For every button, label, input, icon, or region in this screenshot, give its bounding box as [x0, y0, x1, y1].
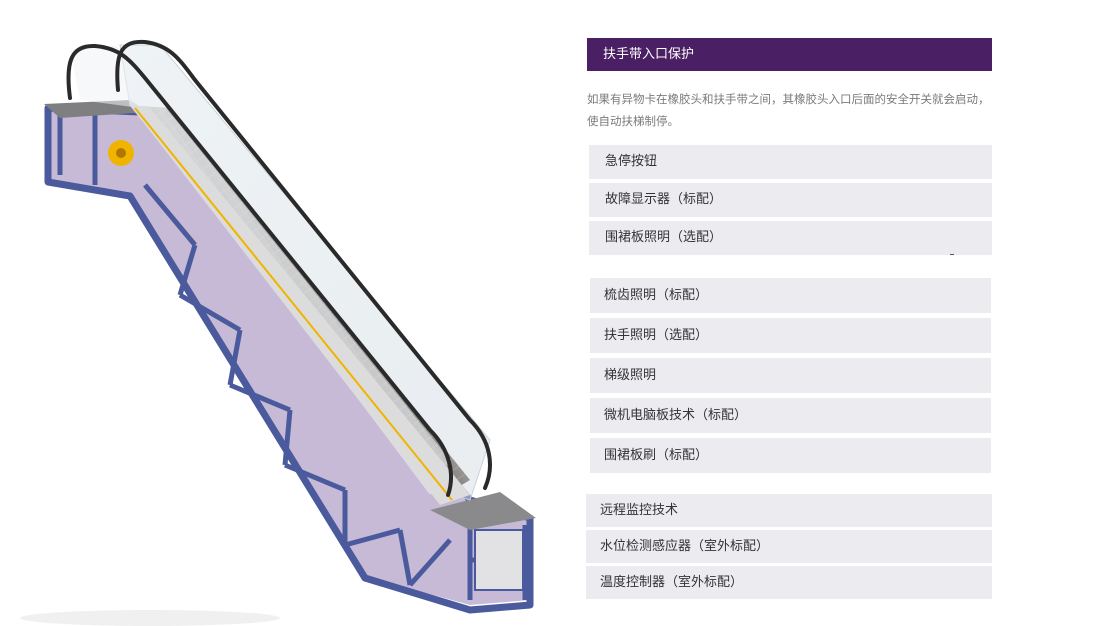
list-item-handrail-lighting[interactable]: 扶手照明（选配） — [590, 318, 991, 353]
handrail-inner — [66, 43, 453, 497]
escalator-illustration — [20, 39, 536, 626]
list-item-temperature-controller[interactable]: 温度控制器（室外标配） — [586, 566, 992, 599]
list-item-remote-monitoring[interactable]: 远程监控技术 — [586, 494, 992, 527]
list-item-microcomputer-board[interactable]: 微机电脑板技术（标配） — [590, 398, 991, 433]
list-item-skirt-lighting[interactable]: 围裙板照明（选配） — [589, 221, 992, 255]
feature-description: 如果有异物卡在橡胶头和扶手带之间，其橡胶头入口后面的安全开关就会启动，使自动扶梯… — [587, 92, 990, 128]
list-item-step-lighting[interactable]: 梯级照明 — [590, 358, 991, 393]
list-item-emergency-stop[interactable]: 急停按钮 — [589, 145, 992, 179]
list-item-skirt-brush[interactable]: 围裙板刷（标配） — [590, 438, 991, 473]
handrail-outer — [115, 39, 492, 490]
list-item-comb-lighting[interactable]: 梳齿照明（标配） — [590, 278, 991, 313]
list-item-fault-display[interactable]: 故障显示器（标配） — [589, 183, 992, 217]
stray-mark — [950, 254, 954, 255]
feature-title: 扶手带入口保护 — [587, 38, 992, 71]
list-item-water-level-sensor[interactable]: 水位检测感应器（室外标配） — [586, 530, 992, 563]
